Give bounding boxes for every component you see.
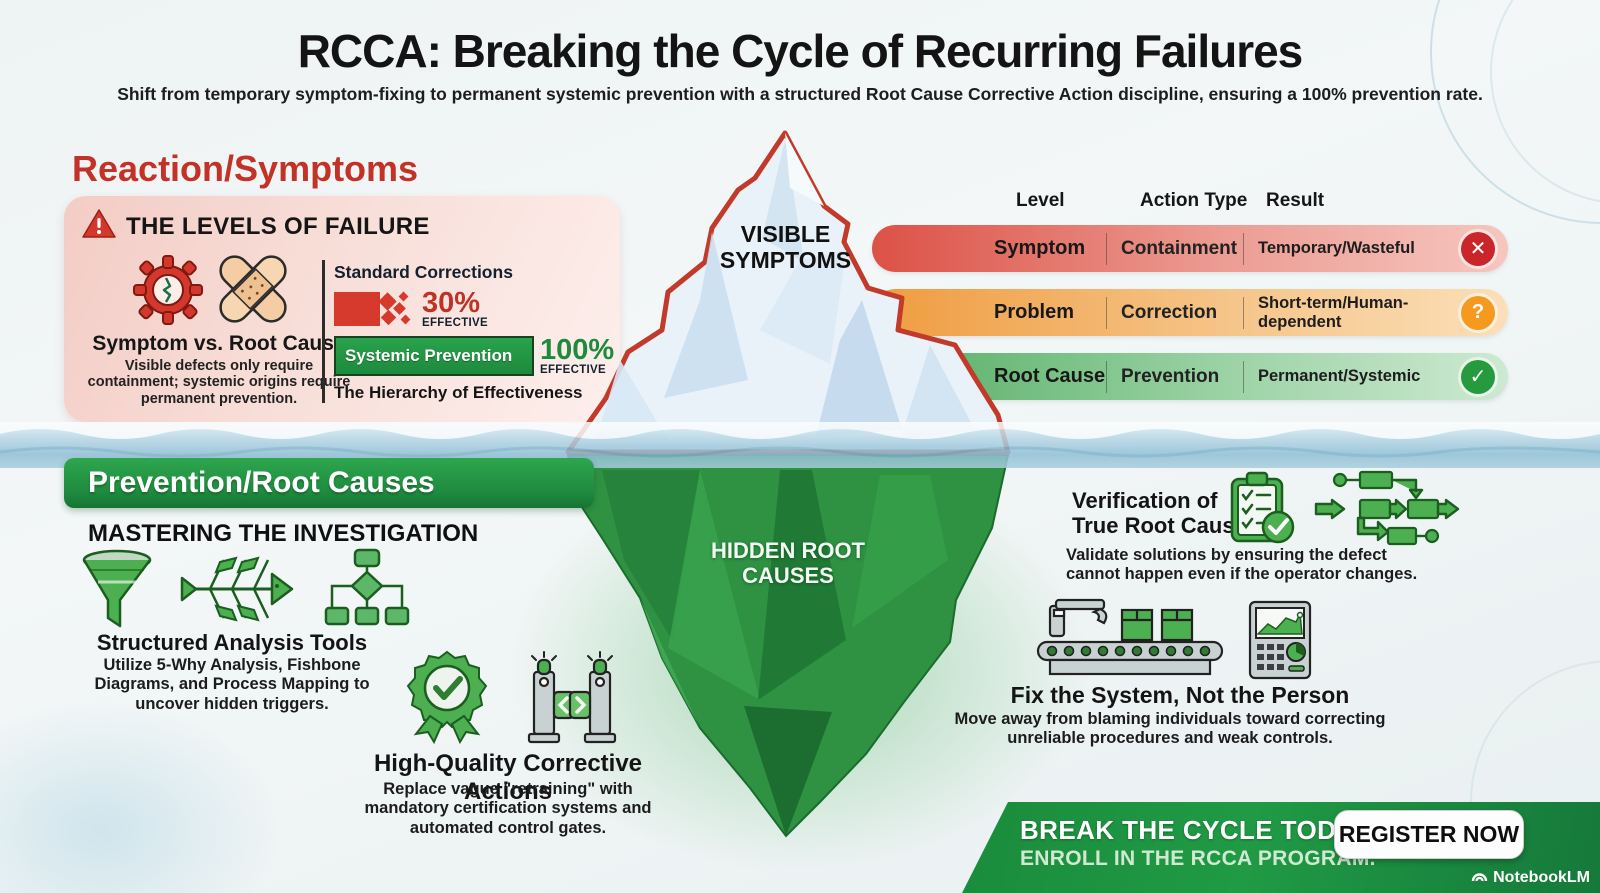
bandage-icon [219,255,287,323]
bar-crumble-fragments [378,291,414,326]
page-subtitle: Shift from temporary symptom-fixing to p… [117,84,1483,104]
mastering-investigation-heading: MASTERING THE INVESTIGATION [88,520,479,547]
symptom-vs-root-description: Visible defects only require containment… [87,358,351,407]
register-now-button[interactable]: REGISTER NOW [1334,810,1524,859]
structured-analysis-description: Utilize 5-Why Analysis, Fishbone Diagram… [94,656,370,713]
table-header-action-type: Action Type [1140,190,1248,211]
prevention-heading: Prevention/Root Causes [88,466,435,499]
fix-system-title: Fix the System, Not the Person [1010,682,1350,708]
cell-action: Containment [1121,237,1238,259]
corrective-actions-description: Replace vague "retraining" with mandator… [364,780,652,837]
process-flow-icon [1312,468,1462,553]
visible-symptoms-label: VISIBLE SYMPTOMS [719,221,852,273]
pass-icon: ✓ [1461,359,1495,394]
control-panel-icon [1248,600,1312,685]
cell-result: Temporary/Wasteful [1258,239,1415,257]
card-title: THE LEVELS OF FAILURE [126,212,430,240]
cell-result: Permanent/Systemic [1258,367,1421,385]
badge-check-icon [404,650,490,751]
flowchart-icon [324,548,410,635]
cell-result: Short-term/Human-dependent [1258,293,1409,331]
cell-action: Prevention [1121,365,1220,387]
bar-label-systemic-prevention: Systemic Prevention [345,345,513,365]
table-row-problem: Problem Correction Short-term/Human-depe… [872,289,1508,336]
bar-standard-corrections [334,292,380,327]
bar-label-standard-corrections: Standard Corrections [334,262,513,282]
hierarchy-caption: The Hierarchy of Effectiveness [334,383,583,402]
gear-crack-icon [133,255,203,325]
question-icon: ? [1461,295,1495,330]
iceberg-illustration [565,130,1011,838]
bar-systemic-prevention: Systemic Prevention [334,335,534,376]
notebooklm-icon [1471,868,1488,888]
corrective-actions-title: High-Quality Corrective Actions [373,750,643,805]
fishbone-icon [180,548,298,635]
cell-level: Problem [994,301,1075,323]
value-30-percent: 30% [422,287,481,319]
fail-icon: ✕ [1461,231,1495,266]
funnel-icon [80,548,154,635]
effective-label-2: EFFECTIVE [540,363,606,376]
verification-title: Verification of True Root Cause [1072,488,1247,539]
reaction-symptoms-heading: Reaction/Symptoms [72,148,419,189]
verification-description: Validate solutions by ensuring the defec… [1066,546,1418,584]
verification-icons [1226,468,1462,553]
value-100-percent: 100% [540,333,615,366]
table-header-result: Result [1266,190,1325,211]
fix-system-description: Move away from blaming individuals towar… [954,710,1386,748]
cell-level: Symptom [994,237,1086,259]
effectiveness-chart: Standard Corrections 30% EFFECTIVE Syste [322,260,626,403]
levels-of-failure-card: THE LEVELS OF FAILURE [64,196,620,422]
cta-banner: BREAK THE CYCLE TODAY. ENROLL IN THE RCC… [962,802,1600,893]
table-header-level: Level [1016,190,1065,211]
prevention-root-causes-banner: Prevention/Root Causes [64,458,594,508]
conveyor-icon [1030,594,1230,685]
symptom-vs-root-title: Symptom vs. Root Cause [92,332,346,355]
table-row-symptom: Symptom Containment Temporary/Wasteful ✕ [872,225,1508,272]
notebooklm-label: NotebookLM [1493,869,1590,886]
analysis-tool-icons [80,548,410,635]
symptom-icons [120,248,310,335]
clipboard-check-icon [1226,469,1296,552]
fix-system-icons [1030,594,1312,685]
cell-action: Correction [1121,301,1218,323]
table-row-root-cause: Root Cause Prevention Permanent/Systemic… [872,353,1508,400]
corrective-action-icons [404,650,632,751]
notebooklm-watermark: NotebookLM [1471,868,1590,888]
warning-icon [82,209,116,244]
cta-line2: ENROLL IN THE RCCA PROGRAM. [1020,847,1376,870]
structured-analysis-title: Structured Analysis Tools [96,630,368,655]
control-gates-icon [512,650,632,751]
decor-wave-bottom-left [0,700,280,893]
cell-level: Root Cause [994,365,1106,387]
hidden-root-causes-label: HIDDEN ROOT CAUSES [711,538,865,589]
cta-line1: BREAK THE CYCLE TODAY. [1020,815,1376,845]
page-title: RCCA: Breaking the Cycle of Recurring Fa… [297,25,1304,77]
effective-label-1: EFFECTIVE [422,317,488,329]
